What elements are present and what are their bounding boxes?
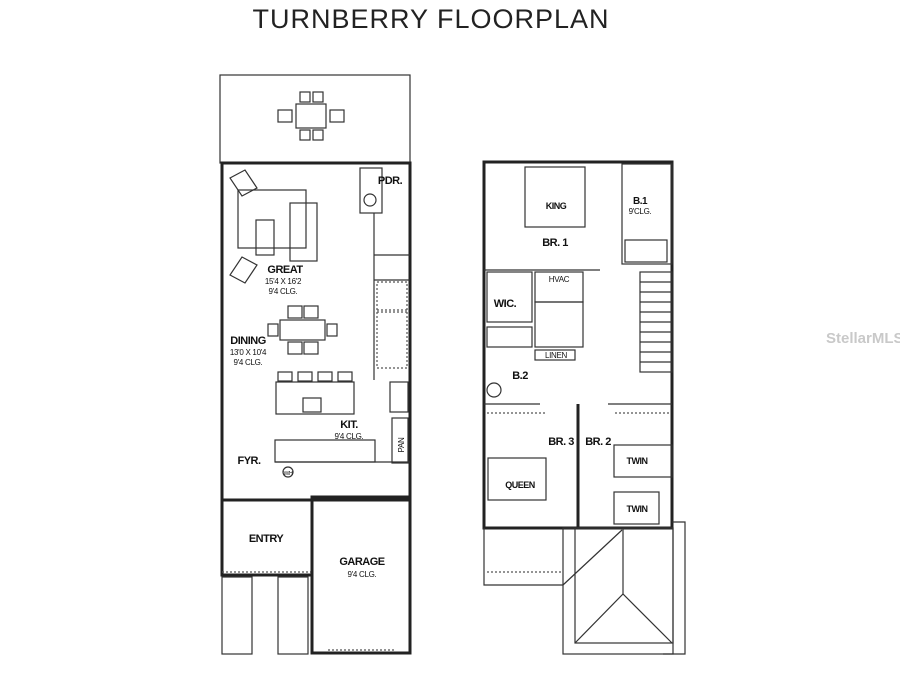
bath-1 <box>621 163 673 265</box>
king-bed <box>524 166 586 228</box>
br3-label: BR. 3 <box>548 436 574 448</box>
b1-label: B.1 <box>633 196 648 207</box>
second-floor-plan: KING BR. 1 B.1 9'CLG. WIC. HVAC LINEN B.… <box>482 160 686 655</box>
plan-line <box>624 239 668 263</box>
plan-line <box>295 103 327 129</box>
plan-line <box>277 109 293 123</box>
plan-line <box>229 256 258 284</box>
plan-line <box>287 305 303 319</box>
plan-line <box>391 417 409 464</box>
plan-line <box>337 371 353 382</box>
plan-line <box>299 91 311 103</box>
dining-label: DINING <box>230 335 266 347</box>
room-label-detail: 15'4 X 16'2 <box>265 277 302 286</box>
plan-line <box>363 193 377 207</box>
br2-label: BR. 2 <box>585 436 611 448</box>
great-room-furniture <box>229 169 318 284</box>
stairs-second-floor <box>639 271 673 373</box>
plan-line <box>312 91 324 103</box>
plan-line <box>237 189 307 249</box>
plan-line <box>562 529 623 586</box>
b2-label: B.2 <box>512 370 528 382</box>
pantry-label: PAN <box>397 437 406 452</box>
plan-line <box>267 323 279 337</box>
plan-line <box>312 129 324 141</box>
plan-line <box>574 593 673 644</box>
plan-line <box>326 323 338 337</box>
foyer-label: FYR. <box>237 455 261 467</box>
kitchen-counter <box>274 381 410 478</box>
kitchen-island <box>275 371 355 415</box>
water-heater-label: W/H <box>284 471 294 477</box>
entry-label: ENTRY <box>249 533 285 545</box>
patio-table <box>277 91 345 141</box>
plan-line <box>663 521 686 655</box>
twin-bed-1 <box>613 444 673 478</box>
plan-line <box>255 219 275 256</box>
plan-line <box>534 301 584 348</box>
room-label-detail: 13'0 X 10'4 <box>230 348 267 357</box>
plan-line <box>299 129 311 141</box>
hvac-label: HVAC <box>549 275 570 284</box>
plan-line <box>486 382 502 398</box>
twin-label-2: TWIN <box>627 504 648 514</box>
stairs-first-floor <box>373 213 410 380</box>
plan-line <box>229 169 258 197</box>
room-label-detail: 9'4 CLG. <box>269 287 298 296</box>
queen-bed <box>487 457 547 501</box>
plan-line <box>279 319 326 341</box>
great-label: GREAT <box>267 264 303 276</box>
first-floor-walls <box>220 161 412 502</box>
room-label-detail: 9'4 CLG. <box>348 570 377 579</box>
twin-bed-2 <box>613 491 660 525</box>
powder-label: PDR. <box>378 175 403 187</box>
br1-label: BR. 1 <box>542 237 568 249</box>
balcony <box>483 528 563 586</box>
wic <box>486 271 533 323</box>
page-title: TURNBERRY FLOORPLAN <box>252 4 610 34</box>
garage <box>310 495 412 655</box>
plan-line <box>302 397 322 413</box>
queen-label: QUEEN <box>505 480 535 490</box>
linen-label: LINEN <box>545 351 568 360</box>
plan-line <box>277 576 309 655</box>
watermark: StellarMLS <box>826 330 900 347</box>
room-label-detail: 9'CLG. <box>629 207 652 216</box>
plan-line <box>303 341 319 355</box>
roof <box>562 527 674 655</box>
plan-line <box>297 371 313 382</box>
room-label-detail: 9'4 CLG. <box>335 432 364 441</box>
plan-line <box>221 576 253 655</box>
patio <box>219 74 411 164</box>
garage-label: GARAGE <box>339 556 384 568</box>
plan-line <box>287 341 303 355</box>
wic-label: WIC. <box>494 298 517 310</box>
plan-line <box>303 305 319 319</box>
plan-line <box>289 202 318 262</box>
dining-table <box>267 305 338 355</box>
plan-line <box>486 326 533 348</box>
plan-line <box>376 281 408 313</box>
plan-line <box>275 381 355 415</box>
plan-line <box>389 381 409 413</box>
linen <box>534 349 576 361</box>
plan-line <box>574 527 674 644</box>
plan-line <box>277 371 293 382</box>
king-label: KING <box>546 201 567 211</box>
plan-line <box>329 109 345 123</box>
plan-line <box>317 371 333 382</box>
twin-label-1: TWIN <box>627 456 648 466</box>
first-floor-plan: GREAT 15'4 X 16'2 9'4 CLG. DINING 13'0 X… <box>219 74 412 655</box>
plan-line <box>282 466 294 478</box>
plan-line <box>376 309 408 369</box>
plan-line <box>274 439 376 463</box>
kitchen-label: KIT. <box>340 419 358 431</box>
powder-room <box>359 167 383 214</box>
room-label-detail: 9'4 CLG. <box>234 358 263 367</box>
